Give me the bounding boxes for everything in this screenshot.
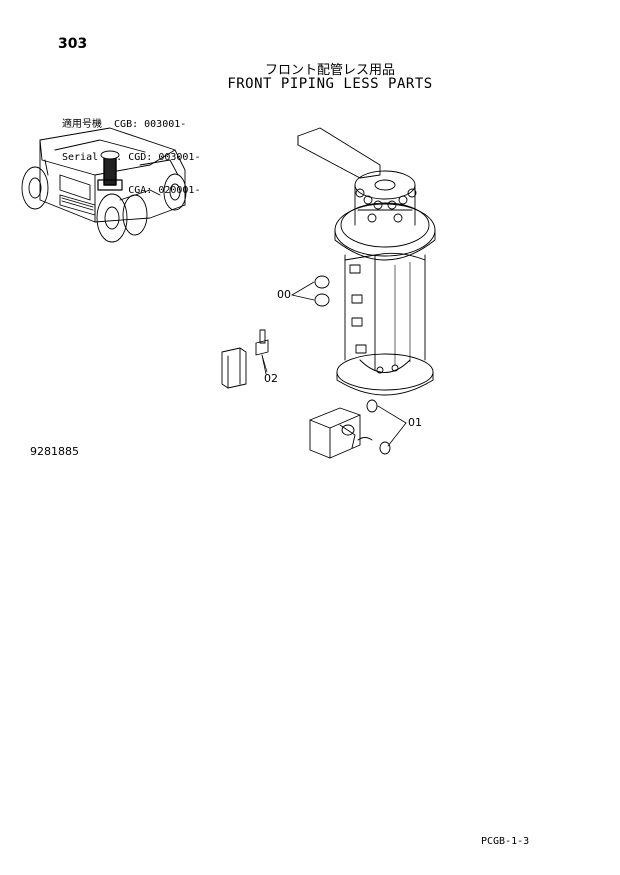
callout-02: 02 <box>264 372 278 385</box>
page-number: 303 <box>58 36 88 52</box>
footer-page-code: PCGB-1-3 <box>481 836 530 847</box>
document-id: 9281885 <box>30 445 79 458</box>
leader-lines <box>261 281 407 447</box>
title-english: FRONT PIPING LESS PARTS <box>227 76 433 92</box>
part-02-drawing <box>221 329 269 389</box>
swivel-joint-drawing <box>297 127 436 396</box>
callout-00: 00 <box>277 288 291 301</box>
title-japanese: フロント配管レス用品 <box>264 63 395 78</box>
part-01-drawing <box>309 399 391 459</box>
serial-line-1: 適用号機 CGB: 003001- <box>62 119 187 130</box>
machine-overview-drawing <box>21 127 187 243</box>
callout-01: 01 <box>408 416 422 429</box>
serial-line-3: CGA: 020001- <box>62 185 201 196</box>
